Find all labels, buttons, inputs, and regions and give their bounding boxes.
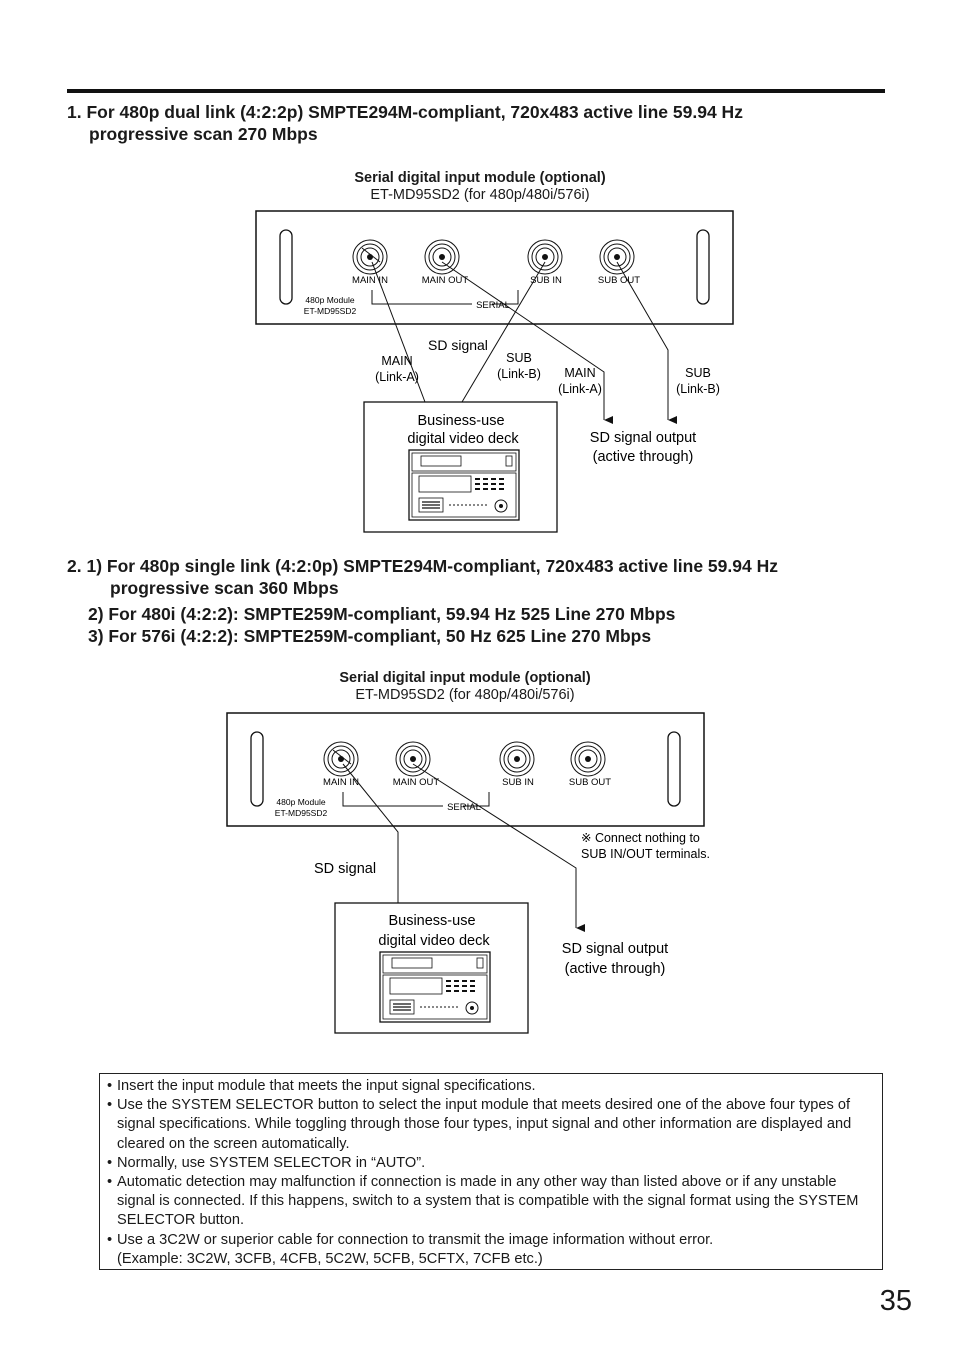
diagram1-main-in-connector [352,239,388,275]
diagram2-serial-label: SERIAL [447,802,481,813]
section2-heading-line1: 2. 1) For 480p single link (4:2:0p) SMPT… [67,556,778,576]
diagram2-module-panel [226,712,705,827]
diagram1-main-in-label: MAIN IN [352,275,388,286]
diagram2-module-caption: Serial digital input module (optional) E… [285,670,645,704]
diagram2-main-in-label: MAIN IN [323,777,359,788]
diagram1-main-out-desc-2: (Link-A) [558,382,602,396]
diagram1-video-deck-icon [408,449,520,521]
diagram1-slot-left [279,229,293,305]
diagram1-main-in-tick [361,247,381,263]
diagram2-note-line1: ※ Connect nothing to [581,831,700,845]
top-rule [67,89,885,93]
diagram1-main-out-desc-1: MAIN [564,366,595,380]
diagram1-serial-label: SERIAL [476,300,510,311]
diagram1-output-label-2: (active through) [593,449,694,465]
diagram1-output-label-1: SD signal output [590,430,696,446]
note-item: Automatic detection may malfunction if c… [107,1173,876,1231]
diagram1-module-name-1: 480p Module [305,295,354,305]
note-item-text: Use a 3C2W or superior cable for connect… [117,1231,714,1248]
notes-list: Insert the input module that meets the i… [107,1077,876,1269]
diagram1-sub-in-desc-1: SUB [506,351,532,365]
diagram1-sub-out-label: SUB OUT [598,275,640,286]
diagram1-main-in-desc-1: MAIN [381,354,412,368]
diagram2-video-deck-icon [379,951,491,1023]
diagram1-main-out-label: MAIN OUT [422,275,469,286]
diagram2-serial-bracket [342,792,490,807]
diagram1-module-model: ET-MD95SD2 (for 480p/480i/576i) [370,187,590,203]
note-item: Normally, use SYSTEM SELECTOR in “AUTO”. [107,1154,876,1173]
diagram2-deck-label-2: digital video deck [378,933,490,949]
diagram2-main-out-cable [412,763,585,932]
diagram2-sub-out-label: SUB OUT [569,777,611,788]
diagram1-sub-out-desc-2: (Link-B) [676,382,720,396]
diagram1-sub-in-label: SUB IN [530,275,562,286]
diagram2-output-label-2: (active through) [565,961,666,977]
diagram1-main-out-connector [424,239,460,275]
diagram2-module-model: ET-MD95SD2 (for 480p/480i/576i) [355,687,575,703]
section1-heading: 1. For 480p dual link (4:2:2p) SMPTE294M… [67,101,743,145]
diagram1-sub-in-connector [527,239,563,275]
diagram1-sub-in-desc-2: (Link-B) [497,367,541,381]
note-item: Use the SYSTEM SELECTOR button to select… [107,1096,876,1154]
diagram1-module-title: Serial digital input module (optional) [354,170,606,186]
diagram1-deck-label-1: Business-use [417,413,504,429]
diagram2-sub-in-connector [499,741,535,777]
diagram1-sub-out-connector [599,239,635,275]
section2-heading-line3: 2) For 480i (4:2:2): SMPTE259M-compliant… [88,604,676,624]
diagram1-slot-right [696,229,710,305]
section2-heading-line2: progressive scan 360 Mbps [110,578,339,598]
diagram2-sub-out-connector [570,741,606,777]
note-item: Insert the input module that meets the i… [107,1077,876,1096]
diagram1-main-in-cable [371,261,426,403]
diagram2-main-in-cable [342,763,399,903]
diagram2-output-label-1: SD signal output [562,941,668,957]
diagram1-main-out-cable [441,261,613,424]
section2-heading: 2. 1) For 480p single link (4:2:0p) SMPT… [67,555,778,647]
diagram2-module-title: Serial digital input module (optional) [339,670,591,686]
diagram1-sub-out-cable [616,261,677,424]
section2-heading-line4: 3) For 576i (4:2:2): SMPTE259M-compliant… [88,626,652,646]
diagram2-main-out-label: MAIN OUT [393,777,440,788]
diagram2-sub-in-label: SUB IN [502,777,534,788]
diagram1-module-panel [255,210,734,325]
diagram2-deck-label-1: Business-use [388,913,475,929]
diagram1-sub-in-cable [461,261,546,403]
diagram1-module-name-2: ET-MD95SD2 [304,306,357,316]
diagram2-module-name-1: 480p Module [276,797,325,807]
diagram1-serial-bracket [371,290,519,305]
section1-heading-line1: 1. For 480p dual link (4:2:2p) SMPTE294M… [67,102,743,122]
notes-box: Insert the input module that meets the i… [99,1073,883,1270]
diagram2-slot-right [667,731,681,807]
note-item: Use a 3C2W or superior cable for connect… [107,1231,876,1269]
diagram2-main-in-tick [332,749,352,765]
diagram2-main-out-connector [395,741,431,777]
page-number: 35 [879,1285,912,1317]
diagram1-main-in-desc-2: (Link-A) [375,370,419,384]
diagram2-slot-left [250,731,264,807]
diagram2-module-name-2: ET-MD95SD2 [275,808,328,818]
diagram1-module-caption: Serial digital input module (optional) E… [300,170,660,204]
diagram1-sd-signal: SD signal [428,337,488,353]
diagram1-sub-out-desc-1: SUB [685,366,711,380]
diagram2-sd-signal: SD signal [314,861,376,877]
diagram1-deck-label-2: digital video deck [407,431,519,447]
note-example: (Example: 3C2W, 3CFB, 4CFB, 5C2W, 5CFB, … [117,1250,543,1267]
section1-heading-line2: progressive scan 270 Mbps [89,124,318,144]
diagram2-note-line2: SUB IN/OUT terminals. [581,847,710,861]
diagram2-main-in-connector [323,741,359,777]
